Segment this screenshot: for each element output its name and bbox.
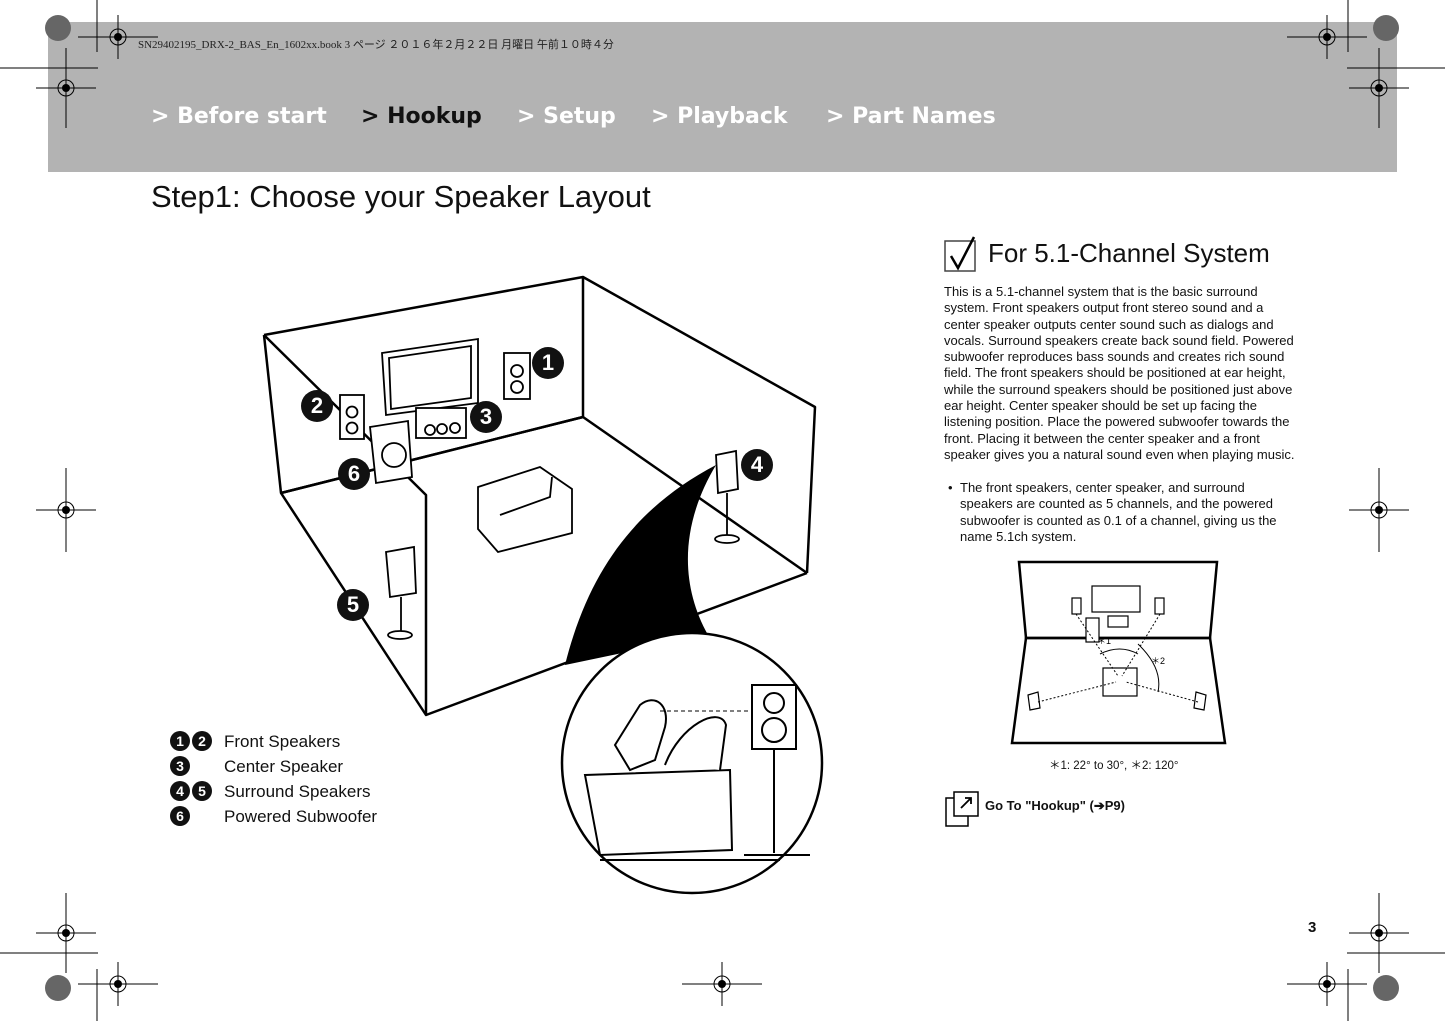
nav-hookup[interactable]: > Hookup [361,104,482,129]
badge-front-right: 1 [532,347,564,379]
crosshair-marks [36,15,1409,1006]
legend-badge: 2 [192,731,212,751]
header-band [48,22,1397,172]
legend-label: Surround Speakers [224,782,371,801]
legend-badge: 3 [170,756,190,776]
legend-center: 3 Center Speaker [170,756,343,780]
legend-label: Powered Subwoofer [224,807,378,826]
legend-badge: 6 [170,806,190,826]
legend-badge: 5 [192,781,212,801]
layout-diagram: ＊1 ＊2 [1010,560,1227,745]
section-bullet: The front speakers, center speaker, and … [944,480,1300,545]
legend-subwoofer: 6 Powered Subwoofer [170,806,377,830]
page-number: 3 [1308,919,1317,936]
badge-center: 3 [470,401,502,433]
angle-note: ＊1: 22° to 30°, ＊2: 120° [1049,760,1179,772]
page-title: Step1: Choose your Speaker Layout [151,179,651,214]
sofa [477,466,573,554]
badge-subwoofer: 6 [338,458,370,490]
page-link-icon[interactable] [944,790,982,828]
badge-surround-left: 5 [337,589,369,621]
nav-before-start[interactable]: > Before start [151,104,327,129]
starburst-marks [45,15,1399,1001]
badge-front-left: 2 [301,390,333,422]
angle-mark-1: ＊1 [1097,636,1111,646]
file-info: SN29402195_DRX-2_BAS_En_1602xx.book 3 ペー… [138,39,614,51]
surround-speaker-right [715,449,739,495]
nav-part-names[interactable]: > Part Names [826,104,996,129]
legend-label: Front Speakers [224,732,341,751]
badge-surround-right: 4 [741,449,773,481]
room-illustration [262,275,824,895]
nav-playback[interactable]: > Playback [651,104,788,129]
legend-badge: 1 [170,731,190,751]
nav-setup[interactable]: > Setup [517,104,616,129]
goto-hookup-link[interactable]: Go To "Hookup" (➔P9) [985,798,1125,813]
surround-speaker-left [385,545,417,599]
section-body: This is a 5.1-channel system that is the… [944,284,1295,462]
section-title: For 5.1-Channel System [988,238,1270,268]
legend-label: Center Speaker [224,757,344,776]
angle-mark-2: ＊2 [1151,656,1165,666]
checkbox-check-icon [944,236,976,272]
ear-height-zoom [560,631,824,895]
legend-badge: 4 [170,781,190,801]
